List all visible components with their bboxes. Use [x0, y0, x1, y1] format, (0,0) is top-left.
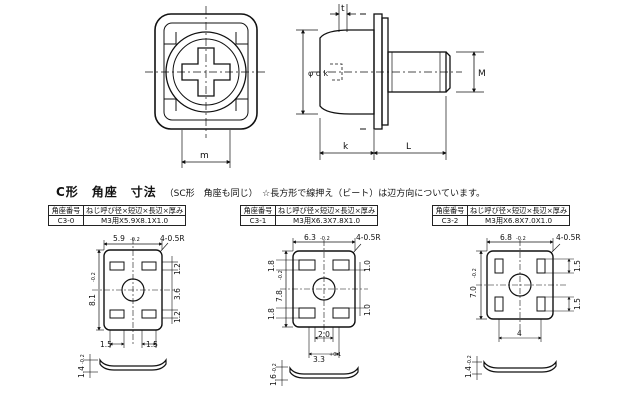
c30-height-tol: -0.2: [91, 272, 97, 282]
c31-r1: 1.0: [363, 260, 372, 272]
label-m-top: m: [200, 151, 209, 161]
c31-thick: 1.6: [269, 374, 278, 386]
spec-header-number: 角座番号: [432, 205, 468, 216]
spec-value-dims: M3用X5.9X8.1X1.0: [82, 215, 187, 226]
c31-height: 7.8: [275, 290, 284, 302]
c31-height-tol: -0.2: [278, 270, 284, 280]
c32-radius: 4-0.5R: [556, 233, 581, 242]
c32-thick: 1.4: [464, 366, 473, 378]
side-view: [296, 4, 484, 160]
c30-d1: 1.2: [173, 263, 182, 275]
c31-dimensions: 6.3 -0.2 4-0.5R 7.8 -0.2 1.8 1.8 1.0 1.0…: [267, 233, 381, 386]
c32-width: 6.8: [500, 233, 512, 242]
spec-value-number: C3-2: [432, 215, 468, 226]
c30-height: 8.1: [88, 294, 97, 306]
spec-table-c31: 角座番号 ねじ呼び径×短辺×長辺×厚み C3-1 M3用X6.3X7.8X1.0: [240, 205, 379, 226]
c32-height: 7.0: [469, 286, 478, 298]
spec-value-dims: M3用X6.3X7.8X1.0: [274, 215, 379, 226]
c31-thick-tol: -0.2: [272, 363, 278, 373]
spec-value-dims: M3用X6.8X7.0X1.0: [466, 215, 571, 226]
c32-r2: 1.5: [573, 298, 582, 310]
c32-r1: 1.5: [573, 260, 582, 272]
front-view: [145, 6, 268, 168]
c32-plan-view: [476, 238, 574, 342]
label-M: M: [478, 69, 486, 79]
c31-width: 6.3: [304, 233, 316, 242]
c32-thick-tol: -0.2: [467, 355, 473, 365]
c30-dimensions: 5.9 -0.2 4-0.5R 8.1 -0.2 1.2 3.6 1.2 1.5…: [77, 234, 185, 378]
c32-dimensions: 6.8 -0.2 4-0.5R 7.0 -0.2 1.5 1.5 4 1.4 -…: [464, 233, 582, 378]
spec-table-c30: 角座番号 ねじ呼び径×短辺×長辺×厚み C3-0 M3用X5.9X8.1X1.0: [48, 205, 187, 226]
c32-side-view: [472, 356, 557, 380]
c31-plan-view: [276, 238, 368, 358]
spec-header-dims: ねじ呼び径×短辺×長辺×厚み: [466, 205, 571, 216]
c30-d3: 1.2: [173, 311, 182, 323]
c32-width-tol: -0.2: [516, 236, 526, 242]
c31-width-tol: -0.2: [320, 236, 330, 242]
c32-b1: 4: [517, 329, 522, 338]
spec-value-number: C3-0: [48, 215, 84, 226]
label-t: t: [341, 4, 345, 14]
c30-d2: 3.6: [173, 288, 182, 300]
c30-b2: 1.5: [146, 340, 158, 349]
label-phi-dk: φ d k: [308, 69, 328, 78]
label-k: k: [343, 142, 349, 152]
c32-height-tol: -0.2: [472, 268, 478, 278]
c31-b2-tol: +0.1: [329, 352, 341, 358]
c30-side-view: [84, 354, 167, 378]
c30-b1: 1.5: [100, 340, 112, 349]
spec-header-number: 角座番号: [240, 205, 276, 216]
c31-radius: 4-0.5R: [356, 233, 381, 242]
c31-l2: 1.8: [267, 308, 276, 320]
c30-width: 5.9: [113, 234, 125, 243]
c31-r2: 1.0: [363, 304, 372, 316]
spec-header-number: 角座番号: [48, 205, 84, 216]
c30-thick: 1.4: [77, 366, 86, 378]
c30-radius: 4-0.5R: [160, 234, 185, 243]
spec-header-dims: ねじ呼び径×短辺×長辺×厚み: [82, 205, 187, 216]
c30-thick-tol: -0.2: [80, 354, 86, 364]
c31-side-view: [276, 360, 359, 386]
section-heading: C形 角座 寸法 （SC形 角座も同じ） ☆長方形で線押え（ビート）は辺方向につ…: [56, 183, 485, 200]
spec-table-c32: 角座番号 ねじ呼び径×短辺×長辺×厚み C3-2 M3用X6.8X7.0X1.0: [432, 205, 571, 226]
spec-value-number: C3-1: [240, 215, 276, 226]
label-L: L: [406, 142, 411, 152]
spec-header-dims: ねじ呼び径×短辺×長辺×厚み: [274, 205, 379, 216]
heading-note: （SC形 角座も同じ） ☆長方形で線押え（ビート）は辺方向についています。: [164, 189, 486, 199]
c31-b1: 2.0: [318, 330, 330, 339]
c30-width-tol: -0.2: [130, 237, 140, 243]
c30-plan-view: [92, 238, 178, 348]
c31-b2: 3.3: [313, 355, 325, 364]
heading-title: C形 角座 寸法: [56, 185, 157, 199]
c31-l1: 1.8: [267, 260, 276, 272]
